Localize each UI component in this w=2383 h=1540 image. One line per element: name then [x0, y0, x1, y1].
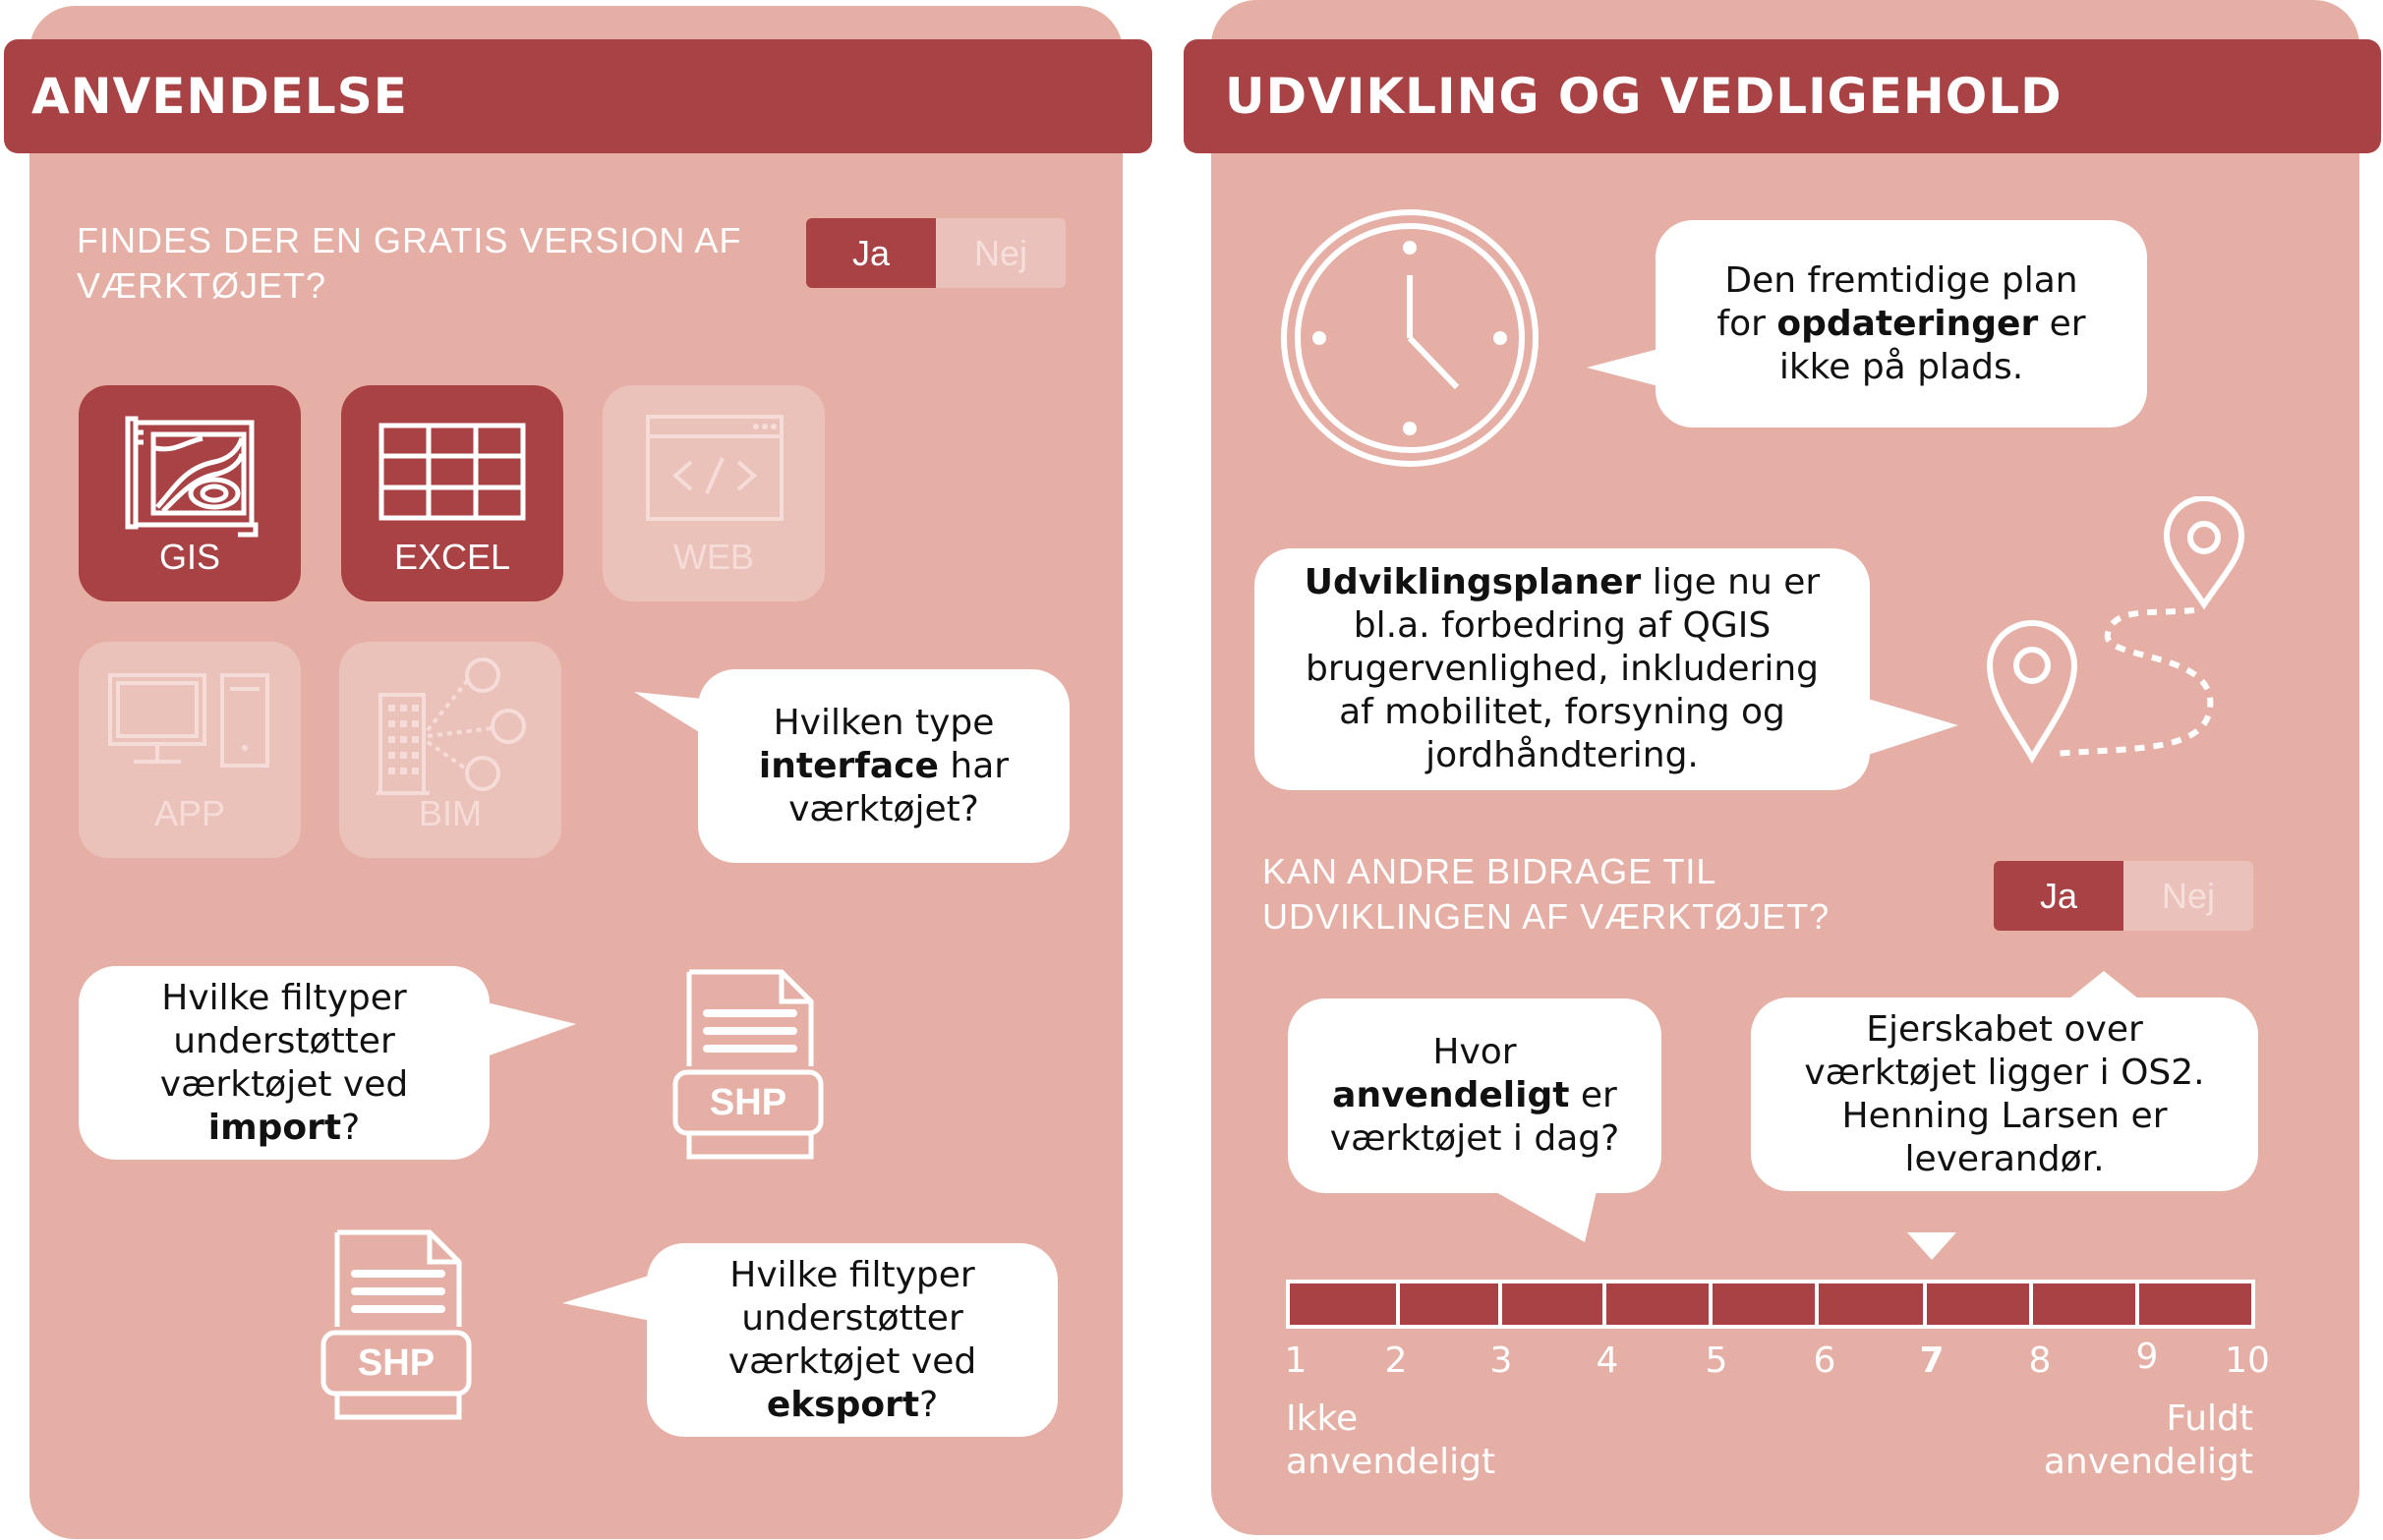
- tile-bim-label: BIM: [418, 793, 482, 833]
- plan-bubble-bold: opdateringer: [1776, 303, 2039, 344]
- table-icon: [378, 423, 526, 521]
- scale-cell: [1602, 1280, 1713, 1329]
- scale-low-label: Ikke anvendeligt: [1286, 1398, 1496, 1482]
- usability-scale: [1286, 1280, 2255, 1329]
- plan-bubble-pre: Den fremtidige plan for: [1716, 259, 2078, 344]
- export-bubble-bold: eksport: [766, 1384, 920, 1425]
- building-network-icon: [377, 657, 526, 795]
- dev-bubble-bold: Udviklingsplaner: [1304, 562, 1642, 602]
- owner-bubble-tail: [2064, 971, 2143, 1002]
- tile-app: APP: [79, 642, 301, 858]
- contribute-question: KAN ANDRE BIDRAGE TIL UDVIKLINGEN AF VÆR…: [1262, 851, 1831, 937]
- scale-high-label: Fuldt anvendeligt: [2043, 1398, 2253, 1482]
- tile-gis: GIS: [79, 385, 301, 601]
- interface-bubble-bold: interface: [758, 745, 939, 786]
- toggle-yes[interactable]: Ja: [806, 218, 936, 288]
- scale-number-3: 3: [1489, 1340, 1513, 1381]
- scale-number-7: 7: [1919, 1340, 1945, 1381]
- scale-number-8: 8: [2028, 1340, 2052, 1381]
- scale-number-9: 9: [2135, 1337, 2159, 1377]
- import-bubble-tail: [462, 997, 576, 1065]
- import-bubble-post: ?: [341, 1107, 361, 1148]
- import-bubble-pre: Hvilke filtyper understøtter værktøjet v…: [159, 977, 409, 1105]
- export-file-icon: SHP: [320, 1228, 473, 1421]
- right-title: UDVIKLING OG VEDLIGEHOLD: [1184, 39, 2381, 153]
- code-window-icon: [646, 415, 784, 521]
- import-bubble-bold: import: [207, 1107, 342, 1148]
- export-file-type: SHP: [357, 1342, 436, 1384]
- dev-bubble: Udviklingsplaner lige nu er bl.a. forbed…: [1254, 548, 1870, 790]
- tile-web-label: WEB: [672, 537, 754, 577]
- scale-cell: [1923, 1280, 2033, 1329]
- tile-gis-label: GIS: [158, 537, 220, 577]
- import-bubble: Hvilke filtyper understøtter værktøjet v…: [79, 966, 490, 1160]
- scale-cell: [2029, 1280, 2139, 1329]
- scale-cell: [1396, 1280, 1502, 1329]
- toggle-no[interactable]: Nej: [936, 218, 1066, 288]
- clock-icon: [1281, 209, 1539, 467]
- plan-bubble-post: er ikke på plads.: [1778, 303, 2086, 387]
- scale-cell: [1709, 1280, 1819, 1329]
- import-file-icon: SHP: [671, 968, 825, 1161]
- toggle-yes[interactable]: Ja: [1994, 861, 2123, 931]
- computer-icon: [108, 673, 269, 768]
- scale-number-5: 5: [1705, 1340, 1728, 1381]
- route-map-icon: [1986, 496, 2245, 764]
- tile-web: WEB: [603, 385, 825, 601]
- tile-app-label: APP: [153, 793, 226, 833]
- scale-number-1: 1: [1284, 1340, 1308, 1381]
- plan-bubble: Den fremtidige plan for opdateringer er …: [1656, 220, 2147, 428]
- owner-bubble: Ejerskabet over værktøjet ligger i OS2. …: [1751, 998, 2258, 1191]
- scale-cell: [1498, 1280, 1606, 1329]
- left-title: ANVENDELSE: [4, 39, 1152, 153]
- scale-number-6: 6: [1813, 1340, 1836, 1381]
- scale-number-2: 2: [1384, 1340, 1408, 1381]
- export-bubble-post: ?: [919, 1384, 939, 1425]
- usable-bubble-tail: [1494, 1191, 1597, 1242]
- interface-bubble-pre: Hvilken type: [773, 702, 995, 743]
- interface-bubble-post: har værktøjet?: [788, 745, 1010, 829]
- scale-number-10: 10: [2225, 1340, 2270, 1381]
- map-icon: [125, 416, 259, 538]
- usable-bubble-pre: Hvor: [1432, 1032, 1517, 1072]
- dev-bubble-post: lige nu er bl.a. forbedring af QGIS brug…: [1305, 562, 1821, 775]
- toggle-no[interactable]: Nej: [2123, 861, 2253, 931]
- scale-number-4: 4: [1596, 1340, 1619, 1381]
- scale-marker-icon: [1907, 1232, 1956, 1260]
- import-file-type: SHP: [709, 1082, 787, 1123]
- dev-bubble-tail: [1844, 692, 1958, 763]
- tile-bim: BIM: [339, 642, 561, 858]
- usable-bubble-post: er værktøjet i dag?: [1329, 1075, 1620, 1159]
- export-bubble-tail: [562, 1272, 661, 1323]
- scale-cell: [1286, 1280, 1400, 1329]
- free-version-question: FINDES DER EN GRATIS VERSION AF VÆRKTØJE…: [77, 220, 742, 306]
- contribute-toggle[interactable]: Ja Nej: [1994, 861, 2253, 931]
- tile-excel-label: EXCEL: [393, 537, 511, 577]
- scale-cell: [2135, 1280, 2255, 1329]
- free-version-toggle[interactable]: Ja Nej: [806, 218, 1066, 288]
- export-bubble-pre: Hvilke filtyper understøtter værktøjet v…: [727, 1254, 977, 1382]
- scale-cell: [1815, 1280, 1927, 1329]
- export-bubble: Hvilke filtyper understøtter værktøjet v…: [647, 1243, 1058, 1437]
- tile-excel: EXCEL: [341, 385, 563, 601]
- usable-bubble-bold: anvendeligt: [1332, 1075, 1570, 1115]
